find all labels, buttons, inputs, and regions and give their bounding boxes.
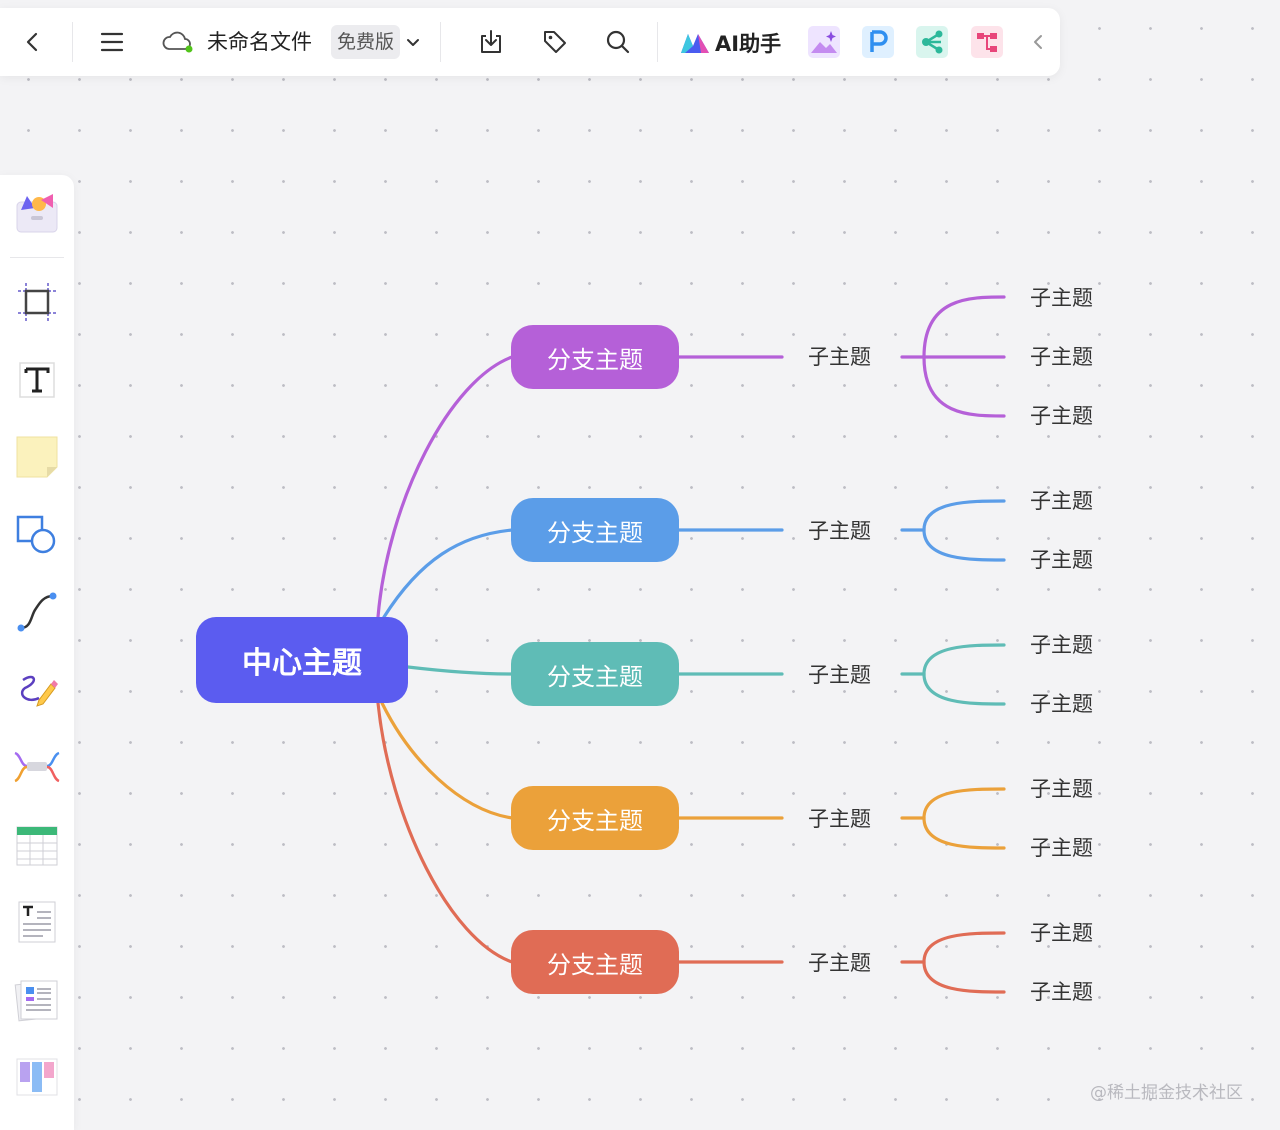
mindmap-icon bbox=[14, 751, 60, 783]
leaf-topic-node[interactable]: 子主题 bbox=[1030, 980, 1093, 1004]
back-button[interactable] bbox=[13, 22, 53, 62]
kanban-board-icon bbox=[16, 1058, 58, 1096]
file-options-dropdown[interactable] bbox=[393, 22, 433, 62]
subtopic-to-leaf-line bbox=[922, 816, 1006, 850]
leaf-topic-node[interactable]: 子主题 bbox=[1030, 692, 1093, 716]
branch-topic-node-2[interactable]: 分支主题 bbox=[511, 498, 679, 562]
letter-p-icon bbox=[870, 30, 888, 52]
center-topic-node[interactable]: 中心主题 bbox=[196, 617, 408, 703]
org-chart-plugin[interactable] bbox=[971, 26, 1003, 58]
subtopic-node-5[interactable]: 子主题 bbox=[808, 951, 871, 975]
file-name[interactable]: 未命名文件 bbox=[207, 30, 312, 54]
leaf-topic-node[interactable]: 子主题 bbox=[1030, 921, 1093, 945]
menu-button[interactable] bbox=[92, 22, 132, 62]
chevron-down-icon bbox=[407, 39, 419, 46]
subtopic-node-3[interactable]: 子主题 bbox=[808, 663, 871, 687]
ai-logo-icon bbox=[681, 34, 709, 53]
leaf-topic-node[interactable]: 子主题 bbox=[1030, 836, 1093, 860]
leaf-topic-node[interactable]: 子主题 bbox=[1030, 345, 1093, 369]
search-icon bbox=[606, 30, 630, 54]
template-library-icon bbox=[16, 194, 58, 233]
subtopic-to-leaf-line bbox=[922, 931, 1006, 964]
top-toolbar: 未命名文件 免费版 AI助手 bbox=[0, 8, 1060, 76]
subtopic-to-leaf-line bbox=[922, 787, 1006, 820]
leaf-topic-node[interactable]: 子主题 bbox=[1030, 489, 1093, 513]
card-list-icon bbox=[14, 980, 58, 1022]
ai-image-plugin[interactable] bbox=[808, 26, 840, 58]
sticky-note-icon bbox=[16, 436, 58, 478]
document-tool[interactable] bbox=[10, 895, 64, 949]
download-button[interactable] bbox=[471, 22, 511, 62]
subtopic-to-leaf-line bbox=[922, 643, 1006, 676]
pen-scribble-icon bbox=[20, 675, 58, 707]
center-to-branch-line bbox=[406, 665, 514, 676]
ai-assistant-label: AI助手 bbox=[715, 32, 782, 56]
subtopic-node-4[interactable]: 子主题 bbox=[808, 807, 871, 831]
share-nodes-icon bbox=[922, 30, 943, 54]
frame-tool[interactable] bbox=[10, 275, 64, 329]
image-sparkle-icon bbox=[811, 31, 837, 53]
subtopic-to-leaf-line bbox=[922, 499, 1006, 532]
connector-tool[interactable] bbox=[10, 585, 64, 639]
ai-assistant-button[interactable]: AI助手 bbox=[679, 25, 781, 61]
content-card-tool[interactable] bbox=[10, 972, 64, 1026]
center-to-branch-line bbox=[376, 701, 514, 964]
text-tool[interactable] bbox=[10, 353, 64, 407]
subtopic-to-leaf-line bbox=[922, 528, 1006, 562]
mindmap-plugin[interactable] bbox=[916, 26, 948, 58]
branch-topic-node-4[interactable]: 分支主题 bbox=[511, 786, 679, 850]
shapes-icon bbox=[16, 515, 56, 554]
left-tool-sidebar bbox=[0, 175, 74, 1130]
subtopic-to-leaf-line bbox=[922, 960, 1006, 994]
tag-button[interactable] bbox=[535, 22, 575, 62]
leaf-topic-node[interactable]: 子主题 bbox=[1030, 286, 1093, 310]
branch-topic-node-1[interactable]: 分支主题 bbox=[511, 325, 679, 389]
tag-icon bbox=[544, 31, 566, 53]
leaf-topic-node[interactable]: 子主题 bbox=[1030, 633, 1093, 657]
download-icon bbox=[481, 30, 501, 53]
menu-icon bbox=[100, 32, 124, 52]
leaf-topic-node[interactable]: 子主题 bbox=[1030, 548, 1093, 572]
subtopic-to-leaf-line bbox=[922, 355, 1006, 418]
leaf-topic-node[interactable]: 子主题 bbox=[1030, 777, 1093, 801]
branch-topic-node-3[interactable]: 分支主题 bbox=[511, 642, 679, 706]
chevron-left-icon bbox=[1034, 35, 1042, 49]
template-library-button[interactable] bbox=[10, 185, 64, 239]
cloud-sync-icon bbox=[162, 31, 193, 53]
mindmap-tool[interactable] bbox=[10, 740, 64, 794]
center-to-branch-line bbox=[382, 528, 514, 619]
center-to-branch-line bbox=[380, 701, 514, 820]
tree-structure-icon bbox=[977, 33, 997, 52]
subtopic-to-leaf-line bbox=[922, 295, 1006, 359]
subtopic-node-2[interactable]: 子主题 bbox=[808, 519, 871, 543]
chevron-left-icon bbox=[26, 32, 38, 52]
text-t-icon bbox=[19, 362, 55, 398]
cloud-sync-status[interactable] bbox=[157, 22, 197, 62]
table-tool[interactable] bbox=[10, 818, 64, 872]
curve-connector-icon bbox=[17, 592, 57, 632]
subtopic-to-leaf-line bbox=[922, 672, 1006, 706]
subtopic-node-1[interactable]: 子主题 bbox=[808, 345, 871, 369]
watermark: @稀土掘金技术社区 bbox=[1090, 1083, 1243, 1103]
sticky-note-tool[interactable] bbox=[10, 430, 64, 484]
leaf-topic-node[interactable]: 子主题 bbox=[1030, 404, 1093, 428]
kanban-tool[interactable] bbox=[10, 1050, 64, 1104]
search-button[interactable] bbox=[598, 22, 638, 62]
table-icon bbox=[16, 826, 58, 866]
plan-badge: 免费版 bbox=[331, 25, 401, 59]
pen-tool[interactable] bbox=[10, 663, 64, 717]
branch-topic-node-5[interactable]: 分支主题 bbox=[511, 930, 679, 994]
pdf-plugin[interactable] bbox=[862, 26, 894, 58]
center-to-branch-line bbox=[376, 355, 514, 619]
frame-icon bbox=[18, 283, 56, 321]
collapse-toolbar-button[interactable] bbox=[1018, 22, 1058, 62]
document-text-icon bbox=[18, 901, 56, 943]
shape-tool[interactable] bbox=[10, 508, 64, 562]
